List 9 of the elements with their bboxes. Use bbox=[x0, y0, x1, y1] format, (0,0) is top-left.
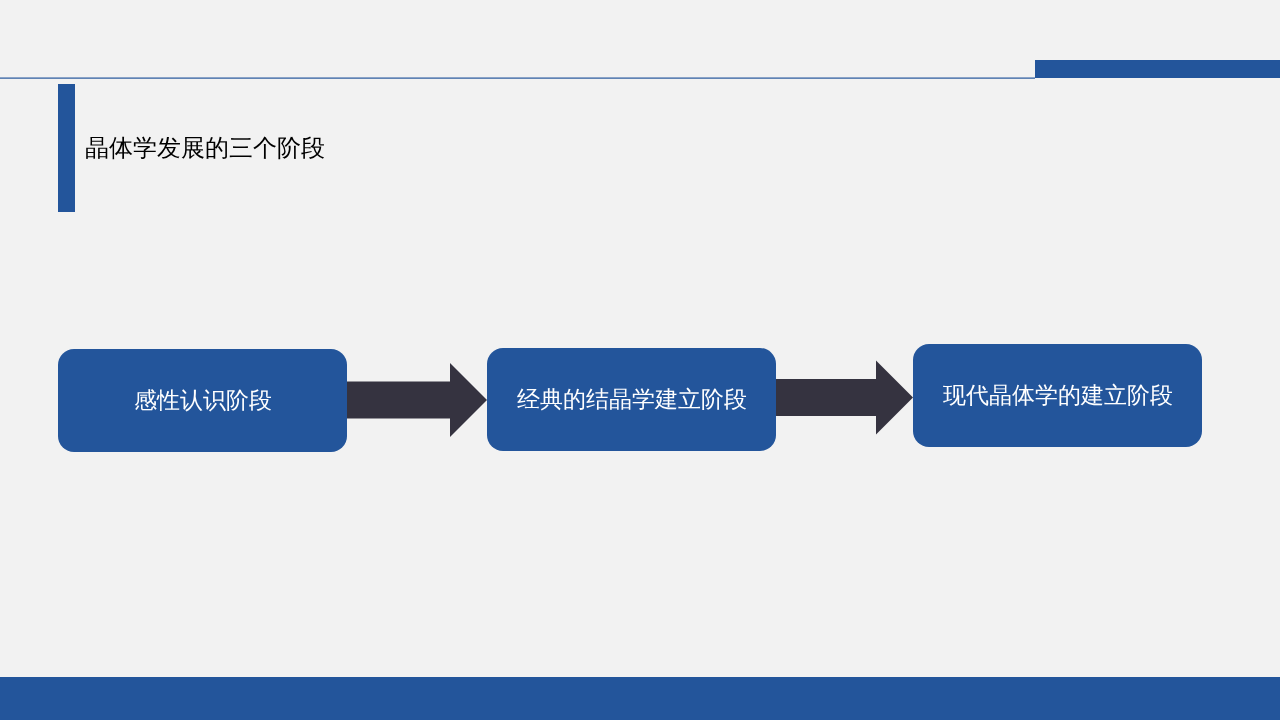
stage-label: 感性认识阶段 bbox=[133, 386, 272, 415]
block-arrow bbox=[347, 363, 487, 437]
stage-box bbox=[913, 344, 1202, 447]
stage-label: 经典的结晶学建立阶段 bbox=[516, 385, 747, 414]
stage-box bbox=[487, 348, 776, 451]
block-arrow bbox=[776, 360, 913, 435]
slide-title: 晶体学发展的三个阶段 bbox=[85, 133, 325, 164]
stage-box bbox=[58, 349, 347, 452]
stage-label: 现代晶体学的建立阶段 bbox=[942, 381, 1173, 410]
